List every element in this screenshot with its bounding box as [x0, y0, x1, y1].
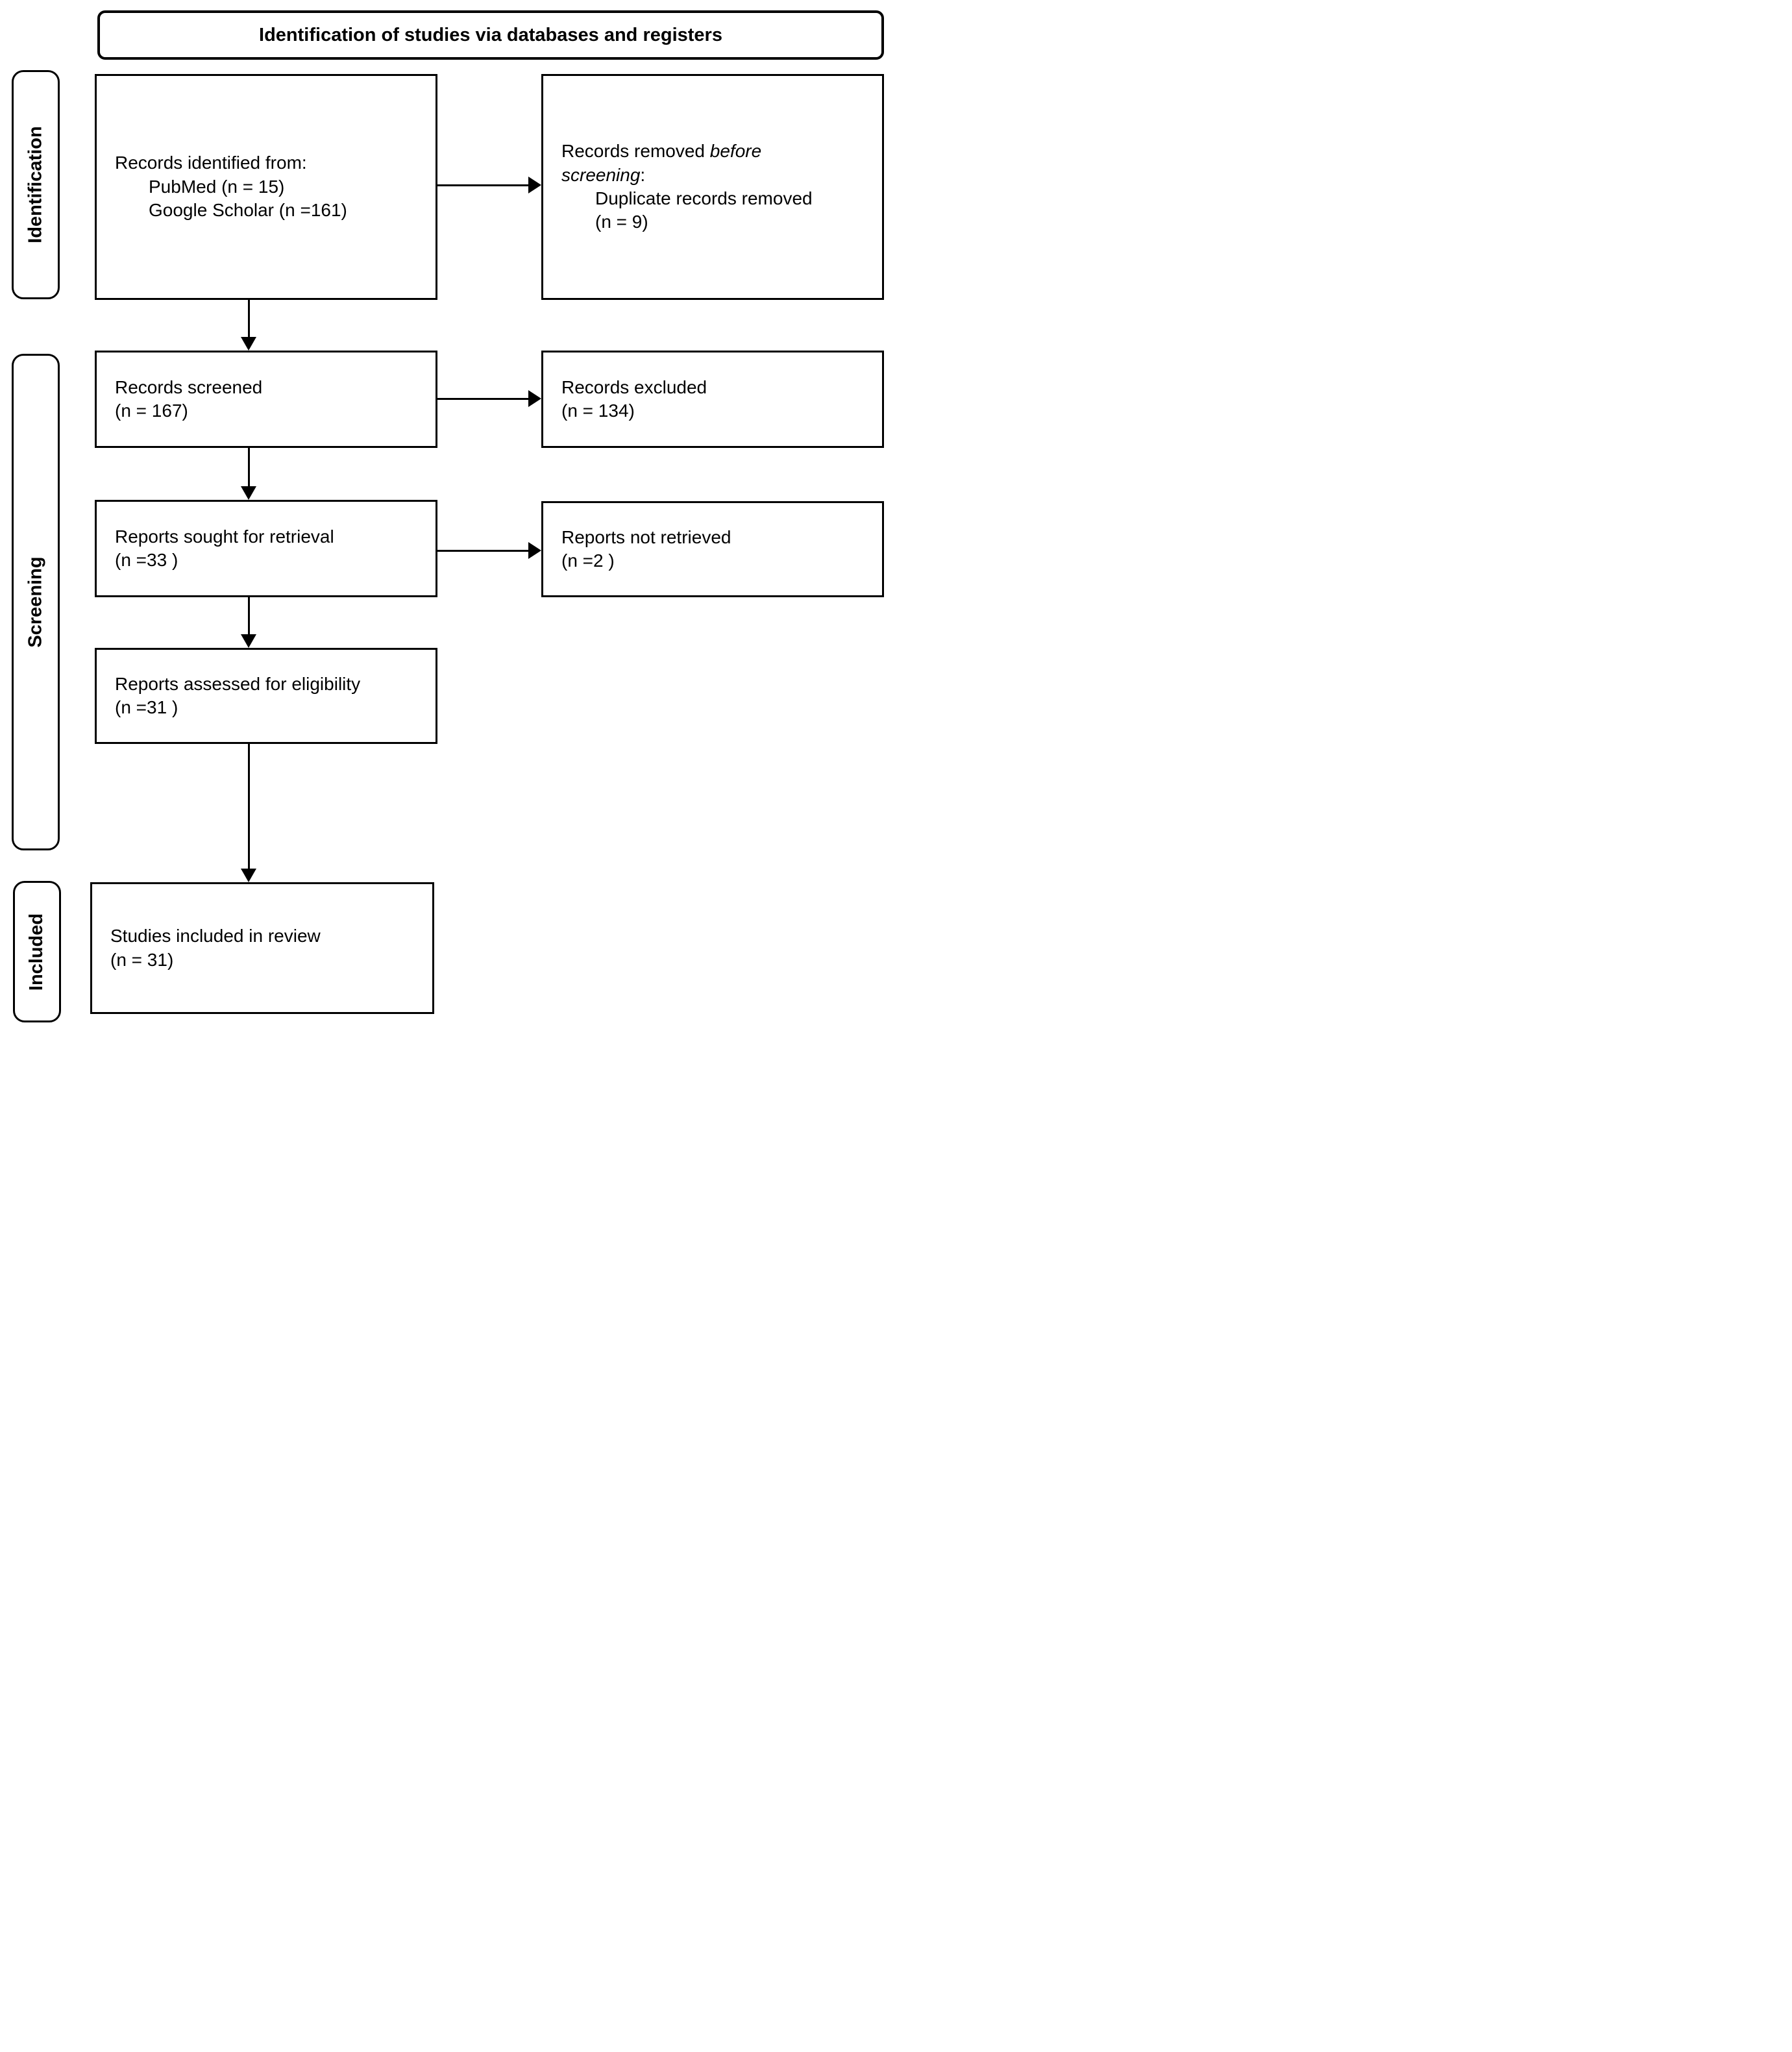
records-removed-item: Duplicate records removed — [595, 188, 813, 208]
arrow-screened-to-sought — [247, 448, 250, 486]
reports-assessed-count: (n =31 ) — [115, 697, 178, 717]
arrowhead-sought-to-assessed — [241, 634, 256, 648]
records-removed-item: (n = 9) — [595, 212, 648, 232]
records-screened-text: Records screened — [115, 377, 263, 397]
box-reports-not-retrieved: Reports not retrieved (n =2 ) — [541, 501, 884, 597]
prisma-flow-diagram: Identification of studies via databases … — [0, 0, 896, 1026]
studies-included-count: (n = 31) — [110, 949, 174, 970]
reports-sought-count: (n =33 ) — [115, 550, 178, 570]
records-screened-count: (n = 167) — [115, 401, 188, 421]
arrowhead-identified-to-removed — [528, 177, 541, 193]
arrowhead-assessed-to-included — [241, 869, 256, 882]
box-records-identified: Records identified from: PubMed (n = 15)… — [95, 74, 437, 300]
box-reports-sought: Reports sought for retrieval (n =33 ) — [95, 500, 437, 597]
stage-screening: Screening — [12, 354, 60, 850]
box-records-screened: Records screened (n = 167) — [95, 351, 437, 448]
records-removed-heading-prefix: Records removed — [561, 141, 710, 162]
records-removed-heading-italic: before screening — [561, 141, 762, 185]
records-identified-item: PubMed (n = 15) — [149, 176, 285, 197]
arrow-sought-to-not-retrieved — [437, 549, 528, 552]
arrow-sought-to-assessed — [247, 597, 250, 634]
records-removed-heading: Records removed before screening: — [561, 140, 802, 187]
reports-assessed-text: Reports assessed for eligibility — [115, 673, 361, 694]
reports-sought-text: Reports sought for retrieval — [115, 526, 334, 547]
arrowhead-screened-to-excluded — [528, 390, 541, 407]
stage-included-label: Included — [26, 913, 47, 991]
stage-included: Included — [13, 881, 61, 1022]
reports-not-retrieved-count: (n =2 ) — [561, 550, 615, 571]
records-removed-heading-suffix: : — [640, 164, 646, 185]
box-records-removed: Records removed before screening: Duplic… — [541, 74, 884, 300]
studies-included-text: Studies included in review — [110, 926, 321, 946]
arrow-identified-to-screened — [247, 300, 250, 337]
reports-not-retrieved-text: Reports not retrieved — [561, 526, 731, 547]
stage-identification: Identification — [12, 70, 60, 299]
records-excluded-text: Records excluded — [561, 377, 707, 397]
arrow-screened-to-excluded — [437, 397, 528, 400]
arrowhead-screened-to-sought — [241, 486, 256, 500]
stage-identification-label: Identification — [25, 126, 46, 243]
arrow-assessed-to-included — [247, 744, 250, 869]
stage-screening-label: Screening — [25, 556, 46, 648]
title-box: Identification of studies via databases … — [97, 10, 884, 60]
arrowhead-identified-to-screened — [241, 337, 256, 351]
arrowhead-sought-to-not-retrieved — [528, 542, 541, 559]
diagram-title: Identification of studies via databases … — [259, 24, 722, 45]
records-identified-heading: Records identified from: — [115, 153, 307, 173]
box-records-excluded: Records excluded (n = 134) — [541, 351, 884, 448]
box-studies-included: Studies included in review (n = 31) — [90, 882, 434, 1014]
records-identified-item: Google Scholar (n =161) — [149, 200, 347, 221]
box-reports-assessed: Reports assessed for eligibility (n =31 … — [95, 648, 437, 744]
arrow-identified-to-removed — [437, 184, 528, 186]
records-excluded-count: (n = 134) — [561, 401, 635, 421]
